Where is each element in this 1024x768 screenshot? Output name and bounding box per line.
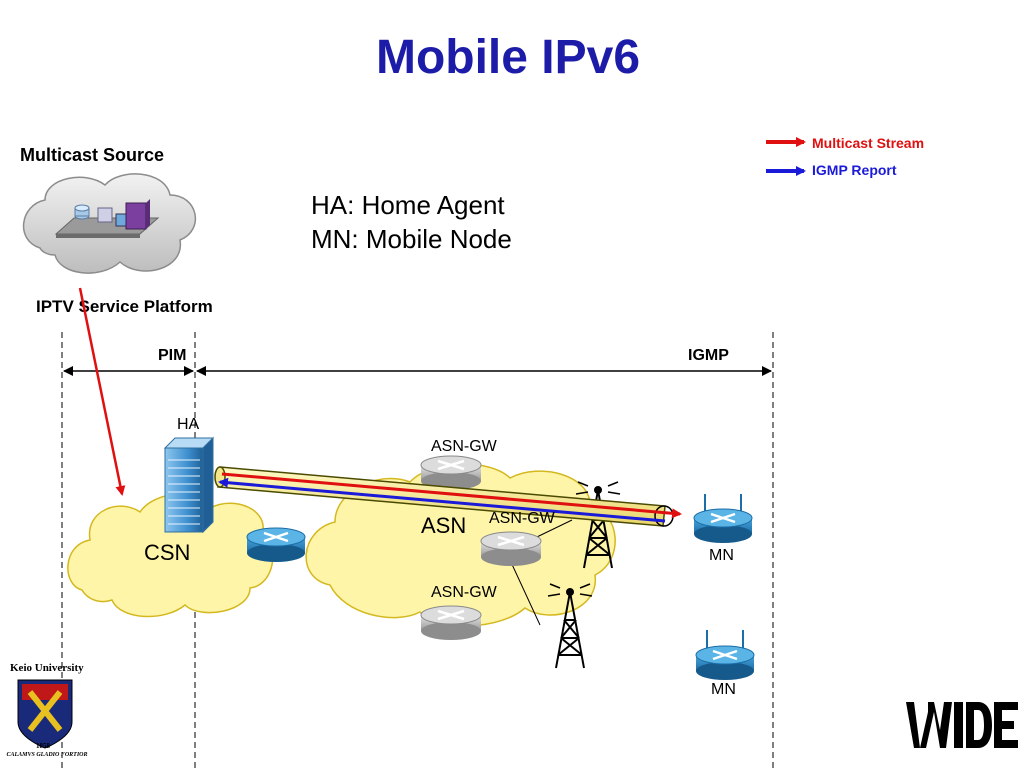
asn-gw-bottom-label: ASN-GW	[431, 584, 497, 601]
definition-ha: HA: Home Agent	[311, 190, 505, 220]
home-agent-server	[163, 436, 215, 534]
tunnel-multicast-stream	[221, 472, 682, 519]
keio-university-logo	[17, 679, 73, 749]
csn-asn-router	[246, 527, 306, 562]
mobile-node-bottom	[695, 630, 755, 680]
legend-igmp-label: IGMP Report	[812, 162, 897, 178]
keio-motto: CALAMVS GLADIO FORTIOR	[6, 752, 88, 758]
asn-gw-router-mid	[480, 531, 542, 566]
asn-gw-router-top	[420, 455, 482, 490]
multicast-source-label: Multicast Source	[20, 145, 165, 165]
iptv-platform-label: IPTV Service Platform	[36, 297, 213, 316]
definition-mn: MN: Mobile Node	[311, 224, 512, 254]
keio-name: Keio University	[10, 662, 84, 674]
wide-logo	[906, 702, 1018, 748]
keio-year: 1858	[36, 742, 50, 750]
asn-gw-router-bottom	[420, 605, 482, 640]
csn-label: CSN	[144, 540, 191, 565]
legend-multicast-label: Multicast Stream	[812, 135, 925, 151]
mobile-node-top	[693, 494, 753, 543]
igmp-label: IGMP	[688, 347, 729, 364]
tunnel-igmp-report	[218, 477, 666, 523]
source-cloud	[23, 173, 197, 274]
mn-top-label: MN	[709, 547, 734, 564]
pim-label: PIM	[158, 347, 187, 364]
base-station-tower-lower	[547, 583, 593, 669]
asn-gw-mid-label: ASN-GW	[489, 510, 555, 527]
asn-gw-top-label: ASN-GW	[431, 438, 497, 455]
link-gw-tower-lower	[509, 559, 541, 626]
source-stream-arrow	[78, 287, 126, 496]
ha-label: HA	[177, 416, 200, 433]
page-title: Mobile IPv6	[375, 31, 641, 84]
asn-label: ASN	[421, 513, 467, 538]
mn-bottom-label: MN	[711, 681, 736, 698]
